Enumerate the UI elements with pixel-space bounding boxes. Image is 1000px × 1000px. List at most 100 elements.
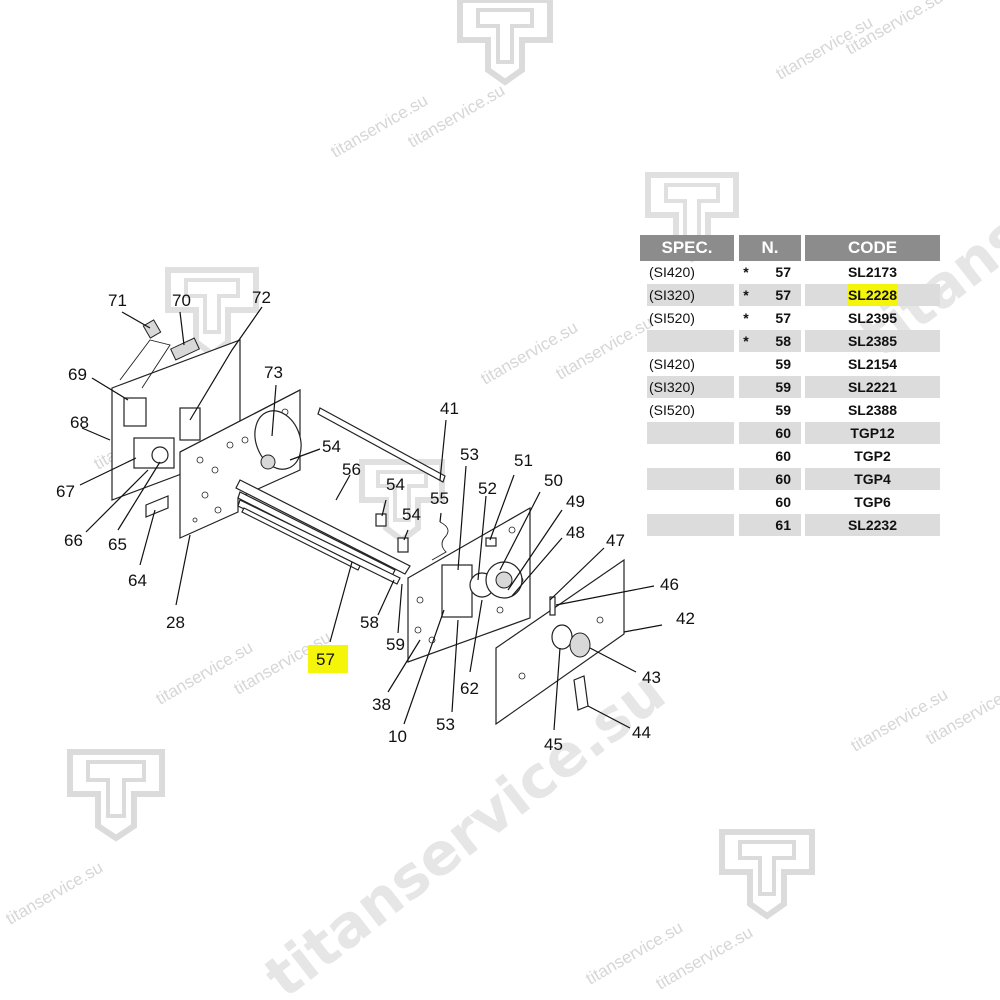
right-assembly	[407, 506, 625, 726]
spec-cell: (SI420)	[647, 261, 734, 283]
spec-cell	[647, 491, 734, 513]
part-code: SL2395	[847, 310, 898, 326]
callout-54: 54	[322, 437, 341, 456]
cable	[119, 339, 171, 389]
callout-54: 54	[402, 505, 421, 524]
knob-43	[569, 632, 591, 658]
spec-value	[647, 333, 649, 349]
callout-73: 73	[264, 363, 283, 382]
part-code: TGP6	[854, 494, 891, 510]
part-code: SL2228	[846, 284, 899, 306]
n-cell: *58	[739, 330, 801, 352]
spec-value: (SI420)	[649, 356, 695, 372]
callout-68: 68	[70, 413, 89, 432]
spec-cell	[647, 514, 734, 536]
plate-edge	[179, 389, 301, 453]
callout-numbers: 71 70 72 69 68 67 66 65 64 28 73 54 56 5…	[56, 288, 695, 754]
asterisk-mark: *	[743, 333, 749, 349]
n-cell: 61	[739, 514, 801, 536]
ring-45	[551, 624, 573, 650]
callout-58: 58	[360, 613, 379, 632]
part-number: 60	[775, 448, 791, 464]
callout-51: 51	[514, 451, 533, 470]
hub	[260, 454, 276, 470]
code-cell: TGP2	[805, 445, 940, 467]
code-cell: TGP12	[805, 422, 940, 444]
wheel-73	[254, 410, 302, 470]
spec-cell	[647, 468, 734, 490]
callout-45: 45	[544, 735, 563, 754]
clip-51	[485, 537, 497, 547]
callout-57: 57	[316, 650, 335, 669]
spec-cell	[647, 422, 734, 444]
part-code: SL2221	[847, 379, 898, 395]
code-cell: SL2154	[805, 353, 940, 375]
watermark-logo	[165, 267, 259, 358]
spec-cell	[647, 330, 734, 352]
rail-58	[237, 491, 396, 577]
part-code: SL2388	[847, 402, 898, 418]
spec-value	[647, 494, 649, 510]
knob-65	[151, 446, 169, 464]
callout-55: 55	[430, 489, 449, 508]
table-row: (SI320) *57 SL2228	[640, 284, 940, 306]
callout-66: 66	[64, 531, 83, 550]
asterisk-mark: *	[743, 310, 749, 326]
relay-72	[179, 407, 201, 441]
rod-41	[317, 407, 446, 483]
callout-47: 47	[606, 531, 625, 550]
callout-53: 53	[460, 445, 479, 464]
callout-56: 56	[342, 460, 361, 479]
n-cell: 60	[739, 468, 801, 490]
table-header: SPEC. N. CODE	[640, 235, 940, 261]
asterisk-mark: *	[743, 264, 749, 280]
part-number: 59	[775, 402, 791, 418]
header-code: CODE	[805, 235, 940, 261]
callout-71: 71	[108, 291, 127, 310]
rails	[235, 407, 449, 585]
spec-value: (SI520)	[649, 310, 695, 326]
spec-cell: (SI320)	[647, 376, 734, 398]
table-row: 61 SL2232	[640, 514, 940, 536]
callout-38: 38	[372, 695, 391, 714]
code-cell: TGP4	[805, 468, 940, 490]
part-number: 59	[775, 379, 791, 395]
callout-10: 10	[388, 727, 407, 746]
callout-49: 49	[566, 492, 585, 511]
n-cell: *57	[739, 307, 801, 329]
spec-value: (SI320)	[649, 379, 695, 395]
code-cell: SL2395	[805, 307, 940, 329]
callout-62: 62	[460, 679, 479, 698]
code-cell: SL2228	[805, 284, 940, 306]
watermark-logo	[719, 829, 815, 920]
callout-50: 50	[544, 471, 563, 490]
callout-72: 72	[252, 288, 271, 307]
n-cell: 59	[739, 353, 801, 375]
part-code: SL2232	[847, 517, 898, 533]
callout-67: 67	[56, 482, 75, 501]
table-row: (SI320) 59 SL2221	[640, 376, 940, 398]
watermark-text: titanservice.su	[328, 91, 432, 162]
code-cell: SL2232	[805, 514, 940, 536]
bracket-64	[145, 495, 169, 518]
spec-value: (SI320)	[649, 287, 695, 303]
part-code: TGP2	[854, 448, 891, 464]
n-cell: *57	[739, 284, 801, 306]
part-code: TGP4	[854, 471, 891, 487]
watermark-logo	[457, 0, 553, 86]
table-row: (SI420) 59 SL2154	[640, 353, 940, 375]
n-cell: 59	[739, 376, 801, 398]
part-number: 59	[775, 356, 791, 372]
n-cell: 60	[739, 445, 801, 467]
n-cell: 59	[739, 399, 801, 421]
spec-value: (SI520)	[649, 402, 695, 418]
highlight-57	[308, 645, 348, 673]
callout-54: 54	[386, 475, 405, 494]
clamp-54	[375, 513, 387, 527]
callout-48: 48	[566, 523, 585, 542]
spec-value	[647, 517, 649, 533]
callout-65: 65	[108, 535, 127, 554]
